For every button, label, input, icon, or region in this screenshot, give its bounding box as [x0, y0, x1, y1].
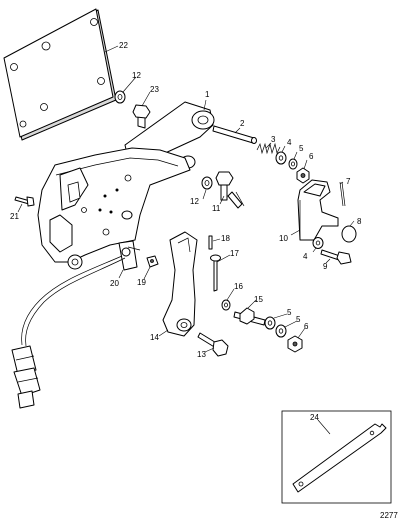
nut-part [287, 335, 303, 353]
bolt-part [215, 171, 245, 209]
callout-20: 20 [110, 279, 119, 288]
callout-11: 11 [212, 204, 221, 213]
washer-part [221, 299, 231, 311]
mounting-plate-part [3, 8, 117, 141]
side-bracket-part [297, 179, 339, 241]
callout-18: 18 [221, 234, 230, 243]
stud-part [233, 307, 266, 326]
lock-washer-part [288, 158, 298, 170]
spring-part [256, 142, 281, 155]
callout-5-lower-b: 5 [296, 315, 301, 324]
sensor-part [118, 240, 141, 271]
leader-lines [17, 45, 355, 435]
washer-part [114, 90, 126, 104]
washer-part [201, 176, 213, 190]
cap-part [341, 225, 357, 243]
callout-6: 6 [309, 152, 314, 161]
callout-4-lower: 4 [303, 252, 308, 261]
bolt-part [197, 332, 229, 357]
pin-part [212, 125, 257, 144]
callout-9: 9 [323, 262, 328, 271]
callout-labels: 1 2 3 4 5 6 7 8 9 10 11 12 12 13 14 15 1… [10, 41, 398, 520]
callout-13: 13 [197, 350, 206, 359]
callout-10: 10 [279, 234, 288, 243]
callout-12-middle: 12 [190, 197, 199, 206]
callout-2: 2 [240, 119, 245, 128]
roll-pin-part [208, 235, 213, 250]
callout-5-lower-a: 5 [287, 308, 292, 317]
washer-part [312, 237, 324, 249]
fastener-part [146, 255, 159, 268]
callout-16: 16 [234, 282, 243, 291]
nut-part [296, 167, 310, 184]
screw-part [14, 196, 35, 207]
sensor-cable-part [21, 255, 126, 347]
connector-plug-part [11, 345, 41, 409]
washer-part [275, 151, 287, 165]
callout-8: 8 [357, 217, 362, 226]
callout-6-lower: 6 [304, 322, 309, 331]
bolt-part [132, 104, 151, 129]
callout-15: 15 [254, 295, 263, 304]
callout-23: 23 [150, 85, 159, 94]
bolt-part [320, 249, 352, 265]
main-bracket-part [37, 147, 191, 270]
washer-part [275, 324, 287, 338]
callout-24: 24 [310, 413, 319, 422]
callout-1: 1 [205, 90, 210, 99]
callout-19: 19 [137, 278, 146, 287]
callout-22: 22 [119, 41, 128, 50]
callout-7: 7 [346, 177, 351, 186]
pin-bolt-part [210, 254, 221, 292]
callout-12-upper: 12 [132, 71, 141, 80]
washer-part [264, 316, 276, 330]
inset-box [281, 410, 392, 504]
callout-17: 17 [230, 249, 239, 258]
callout-14: 14 [150, 333, 159, 342]
callout-5: 5 [299, 144, 304, 153]
cotter-pin-part [339, 181, 346, 207]
callout-3: 3 [271, 135, 276, 144]
callout-21: 21 [10, 212, 19, 221]
lower-arm-part [162, 231, 198, 337]
figure-number: 2277 [380, 511, 398, 520]
callout-4: 4 [287, 138, 292, 147]
